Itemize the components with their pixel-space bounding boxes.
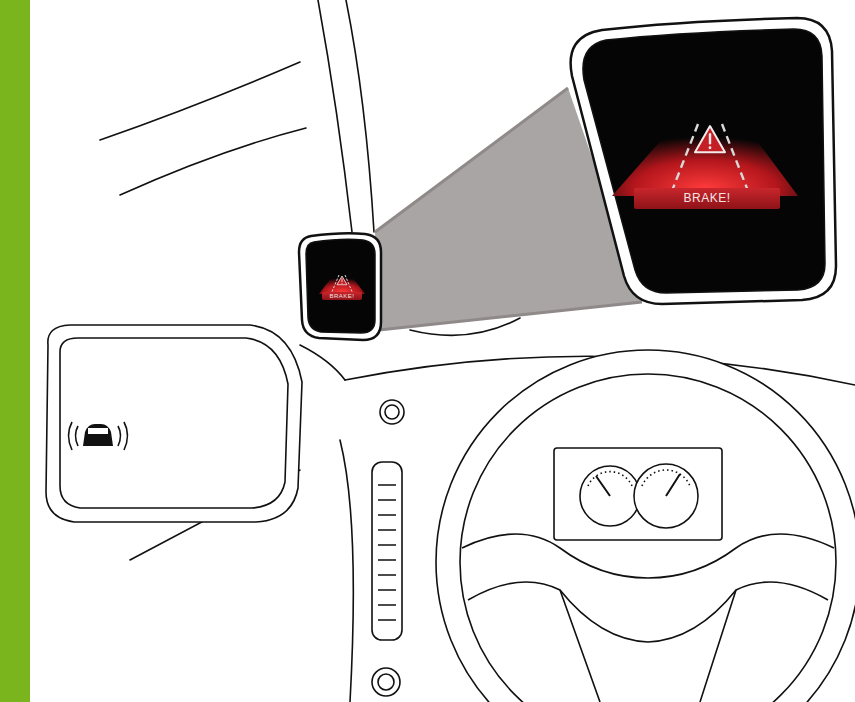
warning-triangle xyxy=(695,126,725,152)
mirror-glass xyxy=(60,338,288,508)
instrument-cluster xyxy=(554,448,722,540)
dash-line xyxy=(340,440,353,702)
wheel-spoke xyxy=(462,534,834,578)
blind-spot-car-icon xyxy=(69,422,128,450)
display-frame xyxy=(571,18,836,304)
exclamation-bar xyxy=(709,134,711,143)
a-pillar-line xyxy=(346,0,374,232)
vent-slats xyxy=(378,485,396,620)
warning-triangle xyxy=(337,276,347,285)
green-side-bar xyxy=(0,0,30,702)
steering-wheel xyxy=(436,350,855,702)
a-pillar-line xyxy=(318,0,352,232)
car-body xyxy=(83,424,113,446)
exclamation-bar xyxy=(342,279,343,282)
warning-display: BRAKE! xyxy=(297,230,383,342)
road-glow xyxy=(319,274,365,294)
wave xyxy=(118,426,121,446)
exclamation-dot xyxy=(342,283,343,284)
road-glow xyxy=(612,122,798,196)
projection-edge xyxy=(375,88,568,232)
dashboard-controls xyxy=(372,400,404,696)
display-outline xyxy=(562,16,838,306)
projection-edge xyxy=(379,302,642,330)
dash-line xyxy=(300,345,345,380)
knob xyxy=(372,668,400,696)
gauge-needles xyxy=(596,474,680,496)
air-vent xyxy=(372,462,402,640)
display-outline xyxy=(297,230,383,342)
gauge-ticks xyxy=(588,470,690,486)
display-frame xyxy=(299,233,381,340)
side-mirror xyxy=(46,325,302,522)
exclamation-dot xyxy=(709,146,712,149)
button xyxy=(380,400,404,424)
wheel-rim-inner xyxy=(460,374,836,702)
warning-text: BRAKE! xyxy=(634,188,780,209)
wheel-spoke xyxy=(468,582,828,642)
wheel-rim-outer xyxy=(436,350,855,702)
warning-display: BRAKE! xyxy=(562,16,838,306)
button-inner xyxy=(385,405,399,419)
display-screen xyxy=(583,29,825,293)
windshield-edge xyxy=(120,128,306,195)
car-window xyxy=(88,428,108,434)
lane-lines xyxy=(670,124,750,196)
signal-waves xyxy=(69,422,128,450)
warning-text: BRAKE! xyxy=(322,292,362,300)
mirror-housing xyxy=(46,325,302,522)
display-screen xyxy=(306,239,375,333)
wheel-hub xyxy=(560,590,736,702)
windshield-edge xyxy=(100,62,300,140)
knob-inner xyxy=(378,674,394,690)
wave xyxy=(124,422,128,450)
wave xyxy=(76,426,79,446)
wave xyxy=(69,422,73,450)
